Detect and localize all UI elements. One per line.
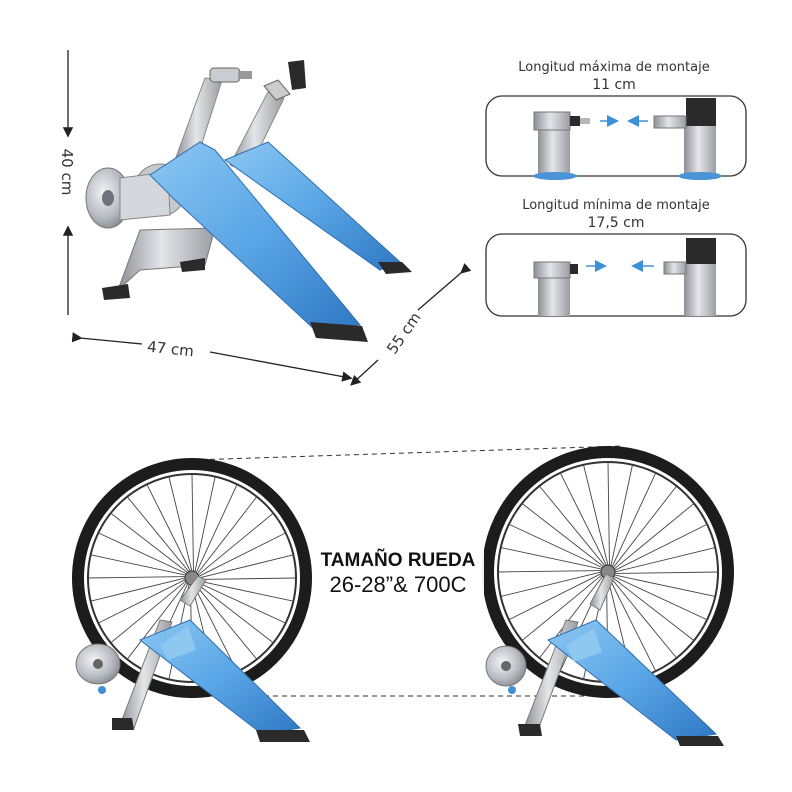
wheel-spoke: [612, 575, 708, 621]
wheel-spoke: [613, 574, 716, 597]
wheel-spoke: [500, 571, 603, 597]
width-label: 47 cm: [146, 338, 194, 361]
wheel-spoke: [497, 570, 603, 573]
wheel-spoke: [197, 554, 294, 579]
depth-label: 55 cm: [383, 309, 425, 358]
height-label: 40 cm: [58, 149, 76, 196]
wheel-spoke: [610, 464, 633, 567]
wheel-spoke: [521, 503, 605, 568]
max-mount-value: 11 cm: [592, 77, 636, 93]
wheel-spoke: [110, 580, 187, 644]
wheel-spoke: [126, 581, 188, 660]
wheel-spoke: [539, 485, 606, 567]
wheel-spoke: [168, 476, 193, 573]
wheel-spoke: [612, 485, 677, 569]
wheel-spoke: [90, 554, 187, 576]
wheel-spoke: [110, 512, 189, 574]
wheel-spoke: [611, 576, 695, 641]
wheel-spoke: [192, 583, 238, 672]
wheel-spoke: [608, 577, 657, 672]
wheel-spoke: [87, 576, 187, 579]
wheel-spoke: [90, 577, 187, 602]
wheel-spoke: [508, 523, 604, 569]
wheel-spoke: [191, 473, 194, 573]
min-mount-value: 17,5 cm: [588, 215, 645, 231]
max-mount-title: Longitud máxima de montaje: [518, 60, 709, 75]
wheel-spoke: [611, 472, 657, 568]
wheel-spoke: [194, 583, 258, 660]
wheel-spoke: [197, 512, 274, 576]
wheel-spoke: [195, 484, 238, 574]
wheel-spoke: [98, 532, 188, 575]
min-mount-title: Longitud mínima de montaje: [522, 198, 710, 213]
wheel-spoke: [197, 532, 286, 578]
dimension-lines: [62, 50, 472, 386]
wheel-spoke: [500, 547, 603, 570]
wheel-spoke: [583, 464, 609, 567]
wheel-spoke: [613, 503, 695, 570]
max-mount-panel: [485, 95, 747, 180]
wheel-spoke: [613, 523, 708, 572]
wheel-spoke: [146, 484, 192, 573]
right-trainer: [485, 573, 724, 746]
wheel-spoke: [508, 572, 603, 621]
wheel-spoke: [98, 578, 187, 624]
wheel-spoke: [559, 472, 608, 567]
wheel-size-title: TAMAÑO RUEDA: [321, 549, 476, 571]
wheel-spoke: [195, 582, 274, 644]
wheel-spoke: [197, 577, 297, 580]
wheel-spoke: [126, 496, 190, 573]
wheel-spoke: [613, 547, 716, 573]
wheel-spoke: [613, 571, 719, 574]
wheel-spoke: [197, 580, 294, 602]
left-wheel: [72, 458, 312, 698]
wheel-spoke: [194, 476, 216, 573]
trainer-main-drawing: [85, 60, 412, 342]
wheel-spoke: [610, 577, 677, 659]
wheel-spoke: [607, 461, 610, 567]
wheel-spoke: [521, 574, 603, 641]
left-trainer: [75, 575, 310, 742]
min-mount-panel: [485, 233, 747, 317]
wheel-spoke: [196, 581, 286, 624]
wheel-spoke: [196, 496, 258, 575]
wheel-size-values: 26-28”& 700C: [330, 572, 467, 597]
wheel-spoke: [539, 575, 604, 659]
